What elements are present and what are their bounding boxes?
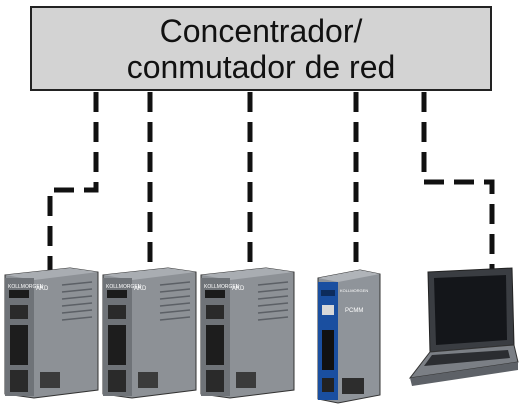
pcmm-controller: KOLLMORGEN PCMM <box>317 269 381 404</box>
connection-lines <box>47 92 495 270</box>
connection-drive-1 <box>47 92 99 270</box>
drive-3-brand: KOLLMORGEN <box>204 284 240 290</box>
drive-1-model: AKD <box>36 286 49 292</box>
controller-model: PCMM <box>345 308 363 314</box>
drive-2-model: AKD <box>134 286 147 292</box>
servo-drive-3: KOLLMORGEN AKD <box>200 267 295 399</box>
drive-2-brand: KOLLMORGEN <box>106 284 142 290</box>
controller-brand: KOLLMORGEN <box>340 288 368 293</box>
hub-label-line2: conmutador de red <box>126 48 396 85</box>
connection-laptop <box>421 92 495 270</box>
servo-drive-2: KOLLMORGEN AKD <box>102 267 197 399</box>
network-hub-box: Concentrador/ conmutador de red <box>30 6 492 91</box>
laptop-computer <box>408 267 519 386</box>
drive-3-model: AKD <box>232 286 245 292</box>
servo-drive-1: KOLLMORGEN AKD <box>4 267 99 399</box>
drive-1-brand: KOLLMORGEN <box>8 284 44 290</box>
hub-label-line1: Concentrador/ <box>159 12 363 49</box>
